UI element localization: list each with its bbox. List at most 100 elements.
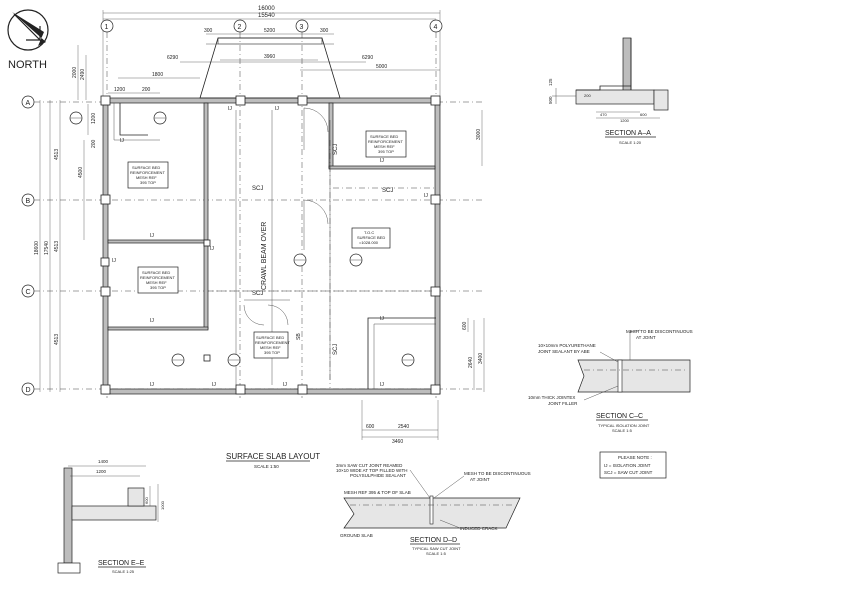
dim-top-small1: 300: [204, 28, 213, 34]
sec-aa-d1: 125: [548, 78, 553, 86]
dim-bot-600: 600: [366, 424, 375, 430]
sec-dd-n2b: AT JOINT: [470, 477, 490, 482]
grid-col-1: 1: [105, 24, 109, 31]
sec-cc-scale: SCALE 1:5: [612, 428, 633, 433]
sec-dd-n1c: POLYSULPHIDE SEALANT: [350, 473, 406, 478]
grid-row-d: D: [26, 387, 31, 394]
note-b-l2: REINFORCEMENT: [140, 275, 175, 280]
sec-cc-sub: TYPICAL ISOLATION JOINT: [598, 423, 650, 428]
grid-row-c: C: [26, 289, 31, 296]
note-a-l1: SURFACE BED: [132, 165, 160, 170]
ij-label-7: IJ: [150, 382, 154, 388]
sec-dd-n5: GROUND SLAB: [340, 533, 373, 538]
dim-bot-3460: 3460: [392, 439, 403, 445]
section-marker-icon: [293, 253, 307, 267]
note-e-l2: SURFACE BED: [357, 235, 385, 240]
note-c-l2: REINFORCEMENT: [368, 139, 403, 144]
dim-left-overall: 18600: [34, 241, 40, 255]
note-c-l1: SURFACE BED: [370, 134, 398, 139]
note-a-l3: MESH REF: [136, 175, 157, 180]
sec-cc-title: SECTION C–C: [596, 413, 643, 420]
scj-label-3: SCJ: [252, 291, 263, 297]
scj-label-5: SCJ: [333, 344, 339, 355]
dim-left-4513c: 4513: [54, 334, 60, 345]
note-e-l1: T.O.C: [364, 230, 374, 235]
grid-row-a: A: [26, 100, 31, 107]
floor-plan: IJ IJ IJ IJ IJ IJ IJ IJ IJ IJ IJ IJ IJ I…: [69, 37, 441, 395]
left-dimensions: 18600 17540 4513 4513 4513 2000 2490 120…: [34, 45, 97, 392]
dim-top-porch: 5200: [264, 28, 275, 34]
dim-left-200: 200: [91, 139, 97, 148]
sec-ee-d4: 1000: [160, 500, 165, 510]
section-marker-icon: [69, 111, 83, 125]
grid-col-2: 2: [238, 24, 242, 31]
ij-label-9: IJ: [283, 382, 287, 388]
sec-dd-sub: TYPICAL SAW CUT JOINT: [412, 546, 461, 551]
sec-dd-n1: 3mm SAW CUT JOINT REAMED: [336, 463, 403, 468]
section-cc: MESH TO BE DISCONTINUOUS AT JOINT 10×10m…: [528, 329, 693, 433]
ij-label-2: IJ: [275, 106, 279, 112]
sec-cc-n3b: JOINT FILLER: [548, 401, 578, 406]
dim-top-right-5000: 5000: [376, 64, 387, 70]
note-box-e: T.O.C SURFACE BED =1028.000: [351, 227, 391, 249]
grid-row-b: B: [26, 198, 31, 205]
plan-scale: SCALE 1:50: [254, 464, 279, 469]
dim-bot-2540: 2540: [398, 424, 409, 430]
ij-label-4: IJ: [150, 233, 154, 239]
sec-dd-scale: SCALE 1:5: [426, 551, 447, 556]
section-aa: 500 125 200 470 1200 600 SECTION A–A SCA…: [548, 37, 669, 145]
sec-aa-d4: 1200: [620, 118, 630, 123]
columns: [100, 95, 441, 395]
sec-aa-d2: 500: [548, 96, 553, 104]
dim-top-seg-c: 6290: [362, 55, 373, 61]
note-box-c: SURFACE BED REINFORCEMENT MESH REF 395 T…: [365, 130, 407, 158]
dim-top-1800: 1800: [152, 72, 163, 78]
note-c-l3: MESH REF: [374, 144, 395, 149]
section-markers: [69, 111, 415, 367]
ij-label-12: IJ: [424, 193, 428, 199]
section-marker-icon: [401, 353, 415, 367]
scj-label-4: SCJ: [333, 144, 339, 155]
plan-title: SURFACE SLAB LAYOUT SCALE 1:50: [226, 452, 320, 469]
sec-cc-n2b: JOINT SEALANT BY ABE: [538, 349, 590, 354]
grid-col-4: 4: [434, 24, 438, 31]
ij-label-11: IJ: [380, 158, 384, 164]
sec-dd-n4: INDUCED CRACK: [460, 526, 498, 531]
note-box-d: SURFACE BED REINFORCEMENT MESH REF 395 T…: [253, 331, 290, 359]
plan-title-text: SURFACE SLAB LAYOUT: [226, 452, 320, 461]
sec-ee-d1: 1400: [98, 459, 109, 464]
sec-cc-n1: MESH TO BE DISCONTINUOUS: [626, 329, 693, 334]
dim-right-3400: 3400: [478, 353, 484, 364]
sec-cc-n3: 10mm THICK JOINTEX: [528, 395, 575, 400]
sec-aa-d5: 470: [600, 112, 607, 117]
dim-left-4513a: 4513: [54, 149, 60, 160]
section-marker-icon: [227, 353, 241, 367]
section-marker-icon: [171, 353, 185, 367]
please-note-title: PLEASE NOTE :: [618, 455, 652, 460]
dim-top-200: 200: [142, 87, 151, 93]
please-note-l1: IJ = ISOLATION JOINT: [604, 463, 651, 468]
note-d-l3: MESH REF: [260, 345, 281, 350]
dim-top-inner: 15540: [258, 13, 275, 19]
note-d-l4: 395 TOP: [264, 350, 280, 355]
section-dd: 3mm SAW CUT JOINT REAMED 10×10 WIDE AT T…: [336, 463, 531, 556]
sec-ee-title: SECTION E–E: [98, 560, 145, 567]
dim-top-overall: 16000: [258, 6, 275, 12]
sec-dd-n1b: 10×10 WIDE AT TOP FILLED WITH: [336, 468, 407, 473]
sec-aa-d6: 600: [640, 112, 647, 117]
ij-label-6: IJ: [150, 318, 154, 324]
sec-aa-scale: SCALE 1:20: [619, 140, 642, 145]
right-dimensions: 3000 2640 3400 600: [462, 110, 485, 392]
ij-label-13: IJ: [210, 246, 214, 252]
please-note-box: PLEASE NOTE : IJ = ISOLATION JOINT SCJ =…: [599, 451, 667, 479]
section-marker-icon: [153, 111, 167, 125]
note-d-l2: REINFORCEMENT: [255, 340, 290, 345]
sec-dd-title: SECTION D–D: [410, 537, 457, 544]
dim-left-4500: 4500: [78, 167, 84, 178]
dim-left-inner: 17540: [44, 241, 50, 255]
section-ee: 1400 1200 600 1000 SECTION E–E SCALE 1:2…: [57, 459, 165, 574]
sec-ee-d2: 1200: [96, 469, 107, 474]
ij-label-5: IJ: [112, 258, 116, 264]
dim-right-600: 600: [462, 321, 468, 330]
